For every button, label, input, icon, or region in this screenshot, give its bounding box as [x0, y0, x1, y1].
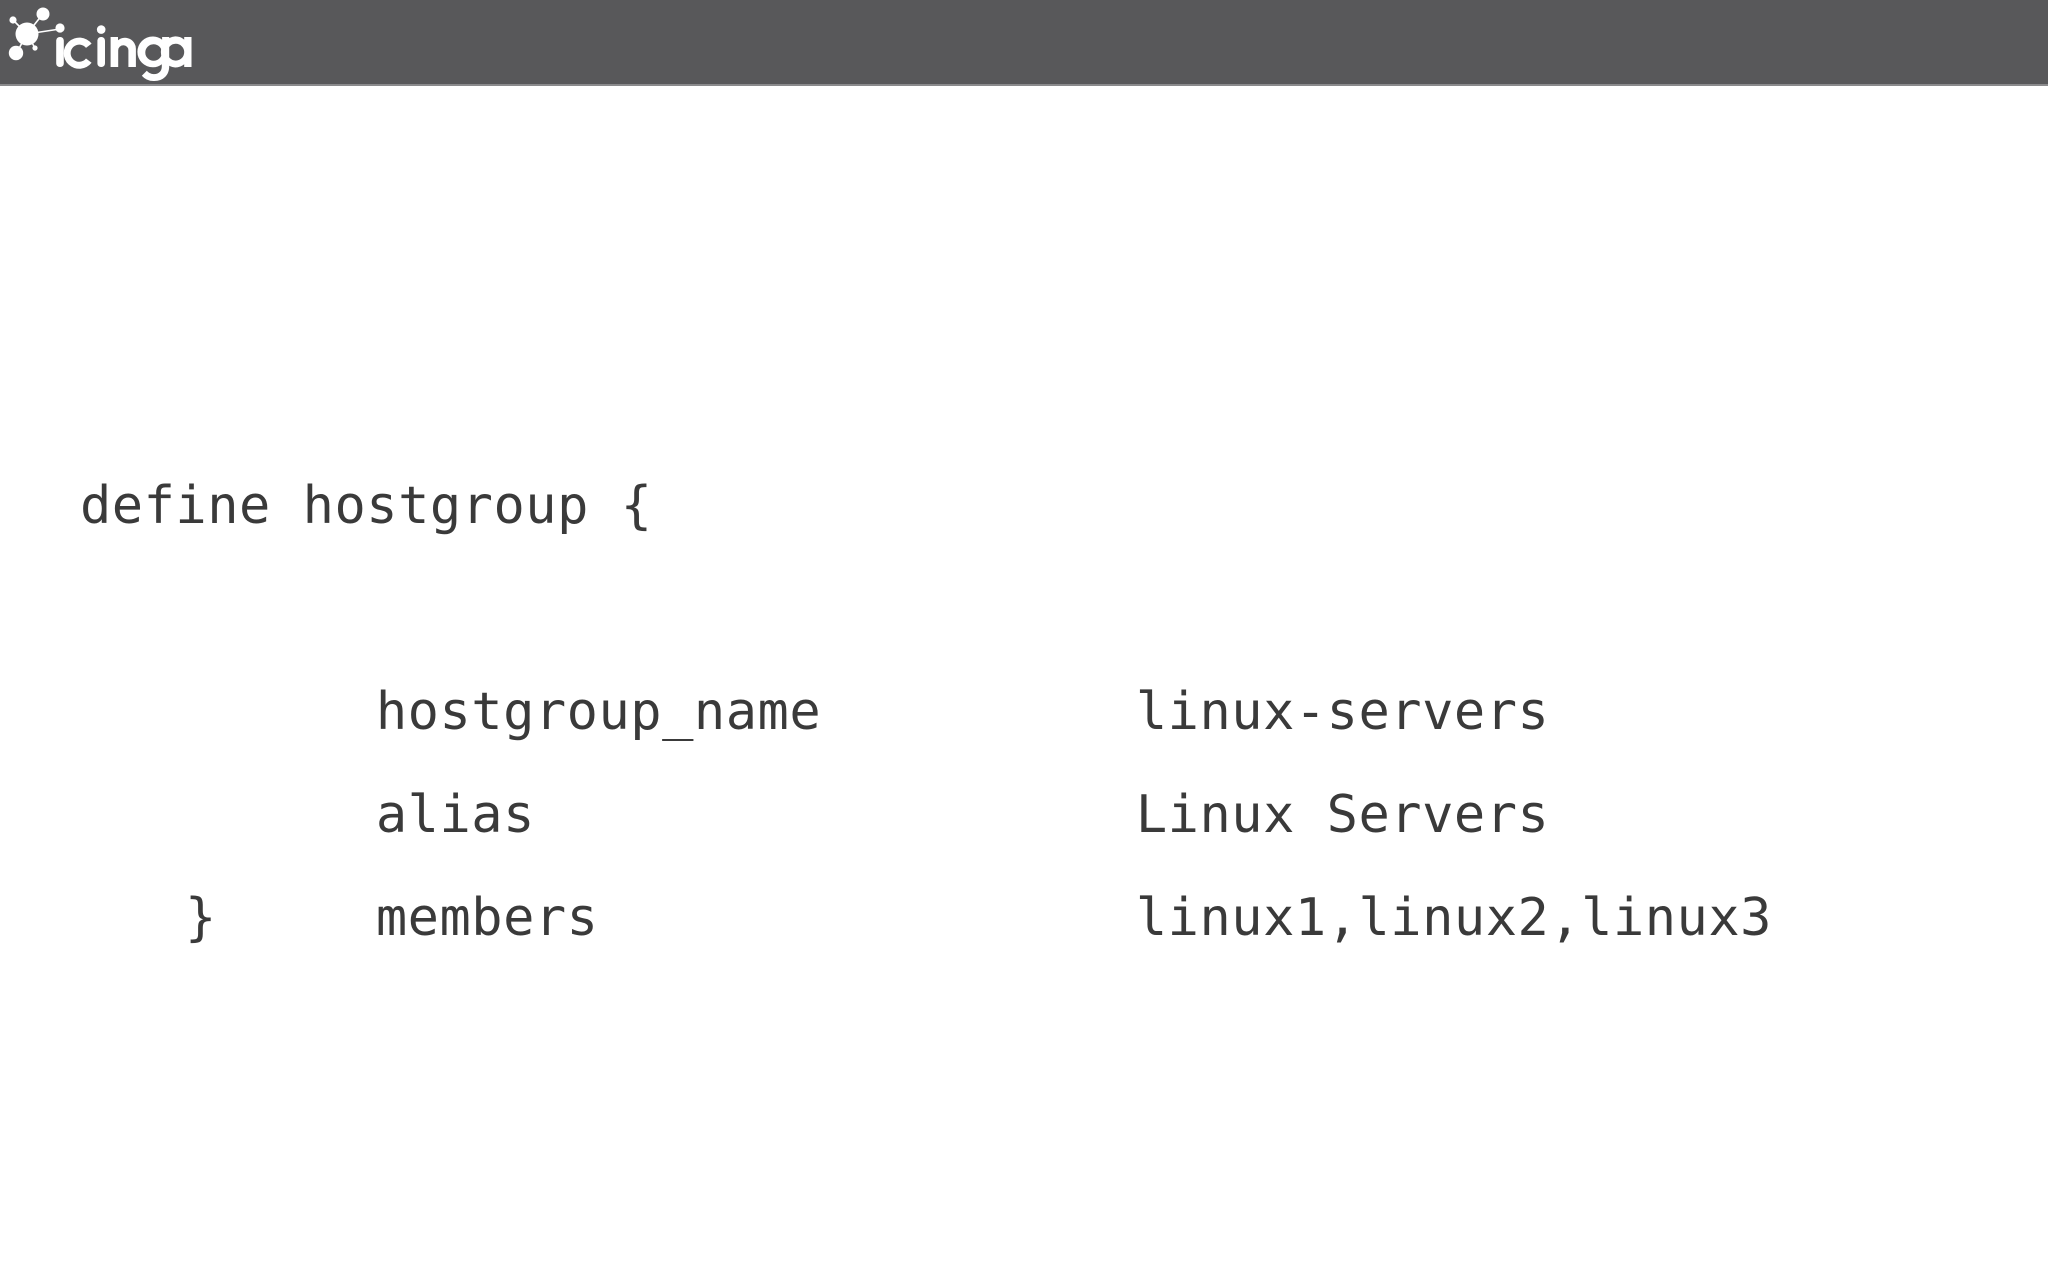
code-line-open: define hostgroup { [80, 476, 653, 536]
code-line-hostgroup-name: hostgroup_name linux-servers [80, 558, 1980, 742]
code-line-close: } [185, 888, 217, 948]
directive-value-hostgroup-name: linux-servers [1135, 682, 1550, 742]
code-line-members: members linux1,linux2,linux3 [80, 764, 1980, 948]
logo-node-lower-left [8, 45, 24, 61]
wordmark-c [63, 37, 92, 69]
wordmark-i2 [97, 37, 105, 67]
wordmark-i [56, 37, 64, 67]
logo-node-upper-right [36, 7, 50, 21]
icinga-wordmark [56, 25, 192, 82]
wordmark-n [110, 37, 136, 67]
logo-node-i-dot [55, 23, 65, 33]
directive-key-members: members [375, 888, 599, 948]
directive-value-members: linux1,linux2,linux3 [1135, 888, 1772, 948]
logo-nodes [8, 7, 65, 61]
code-line-alias: alias Linux Servers [80, 661, 1980, 845]
logo-node-lower-center [32, 45, 38, 51]
directive-key-alias: alias [375, 785, 535, 845]
hostgroup-definition-code: define hostgroup { hostgroup_name linux-s… [80, 455, 1980, 970]
directive-value-alias: Linux Servers [1135, 785, 1550, 845]
icinga-logo[interactable] [2, 0, 192, 86]
wordmark-i2-dot [96, 25, 106, 34]
wordmark-a [160, 36, 192, 68]
logo-node-upper-left [9, 16, 17, 24]
brand-bar [0, 0, 2048, 86]
directive-key-hostgroup-name: hostgroup_name [375, 682, 822, 742]
logo-node-center [15, 22, 39, 46]
wordmark-g [137, 36, 170, 82]
